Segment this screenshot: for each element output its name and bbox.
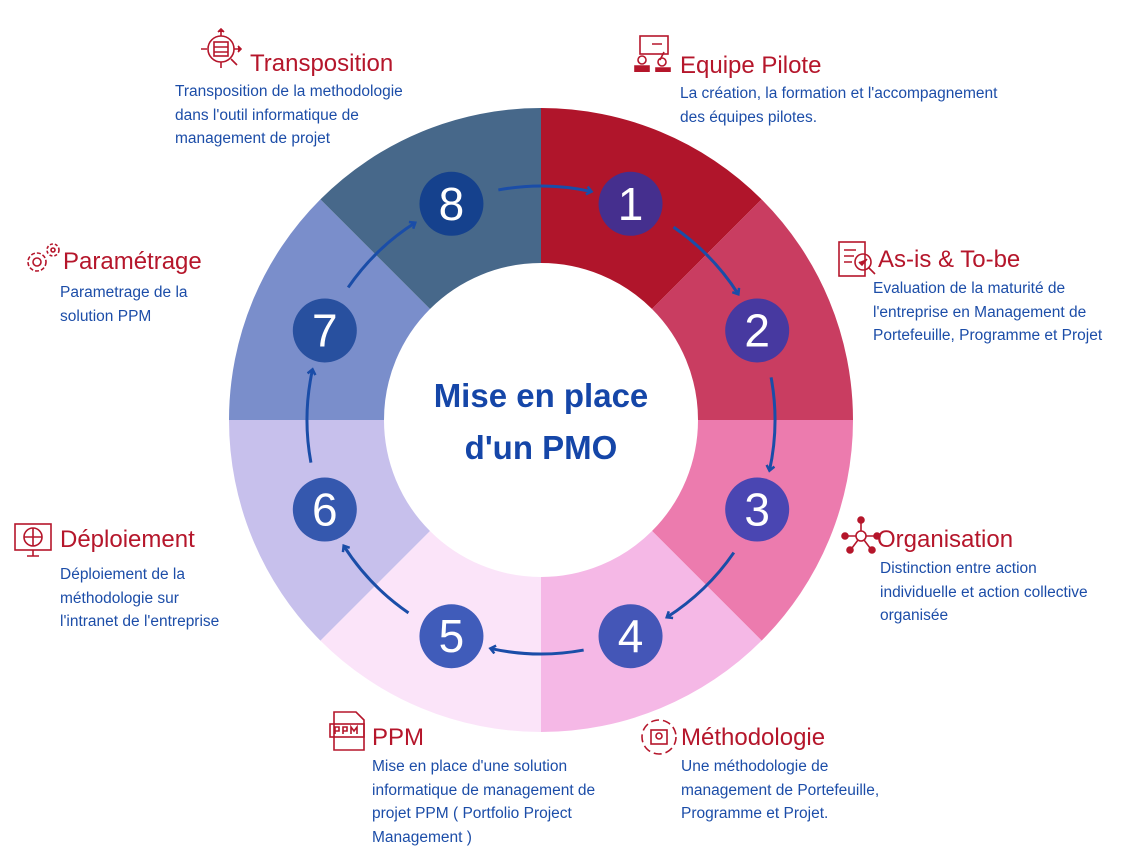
step-description: Parametrage de la solution PPM — [60, 281, 188, 328]
description-line: Mise en place d'une solution — [372, 758, 568, 775]
description-line: Management ) — [372, 828, 472, 846]
center-title-line1: Mise en place — [433, 377, 649, 414]
description-line: management de Portefeuille, — [681, 781, 880, 799]
step-badge-3 — [725, 477, 790, 542]
step-number: 7 — [312, 304, 338, 356]
step-description: Distinction entre action individuelle et … — [880, 557, 1088, 628]
description-line: des équipes pilotes. — [680, 108, 818, 126]
step-title: Déploiement — [60, 526, 195, 553]
step-number: 2 — [744, 304, 770, 356]
description-line: management de projet — [175, 130, 331, 147]
flow-arrow-1 — [498, 184, 594, 196]
step-number: 1 — [618, 178, 644, 230]
step-badge-5 — [419, 604, 484, 669]
step-description: Evaluation de la maturité de l'entreprise… — [873, 277, 1102, 348]
description-line: informatique de management de — [372, 781, 596, 799]
step-title: Paramétrage — [63, 248, 202, 275]
step-title: Méthodologie — [681, 724, 826, 751]
methodology-cycle-icon — [641, 719, 677, 755]
description-line: Transposition de la methodologie — [175, 83, 403, 100]
description-line: l'intranet de l'entreprise — [60, 613, 220, 630]
description-line: organisée — [880, 607, 949, 624]
step-description: La création, la formation et l'accompagn… — [680, 82, 997, 129]
center-title: Mise en place d'un PMO — [386, 370, 696, 474]
step-number: 5 — [439, 610, 465, 662]
step-badge-4 — [598, 604, 663, 669]
description-line: Portefeuille, Programme et Projet — [873, 327, 1103, 344]
step-description: Transposition de la methodologie dans l'o… — [175, 80, 403, 151]
description-line: Distinction entre action — [880, 560, 1037, 577]
gears-icon — [27, 243, 60, 272]
step-title: Equipe Pilote — [680, 52, 822, 79]
flow-arrow-7 — [305, 367, 317, 463]
training-board-icon — [634, 35, 671, 72]
transposition-box-icon — [201, 28, 242, 68]
flow-arrow-2 — [672, 225, 741, 296]
step-number: 6 — [312, 484, 338, 536]
flow-arrow-6 — [341, 544, 410, 615]
flow-arrow-8 — [346, 220, 417, 289]
step-title: PPM — [372, 724, 425, 751]
flow-arrow-3 — [765, 377, 777, 473]
description-line: méthodologie sur — [60, 589, 179, 607]
intranet-globe-icon — [14, 523, 52, 557]
description-line: individuelle et action collective — [880, 583, 1088, 601]
step-badge-6 — [292, 477, 357, 542]
description-line: dans l'outil informatique de — [175, 106, 359, 124]
description-line: La création, la formation et l'accompagn… — [680, 85, 998, 102]
step-badge-8 — [419, 171, 484, 236]
step-badge-1 — [598, 171, 663, 236]
description-line: Une méthodologie de — [681, 758, 829, 775]
step-title: Organisation — [877, 526, 1014, 553]
step-description: Déploiement de la méthodologie sur l'intra… — [60, 563, 219, 634]
step-title: Transposition — [250, 50, 394, 77]
checklist-magnifier-icon — [838, 241, 876, 277]
center-title-line2: d'un PMO — [464, 429, 618, 466]
flow-arrow-4 — [665, 551, 736, 620]
step-badge-7 — [292, 298, 357, 363]
step-number: 4 — [618, 610, 644, 662]
step-description: Mise en place d'une solution informatique… — [372, 755, 595, 849]
step-title: As-is & To-be — [878, 246, 1021, 273]
description-line: projet PPM ( Portfolio Project — [372, 805, 572, 822]
description-line: Evaluation de la maturité de — [873, 280, 1066, 297]
description-line: Programme et Projet. — [681, 805, 829, 822]
step-number: 8 — [439, 178, 465, 230]
description-line: solution PPM — [60, 307, 152, 325]
description-line: Déploiement de la — [60, 566, 185, 583]
step-number: 3 — [744, 484, 770, 536]
description-line: Parametrage de la — [60, 284, 188, 301]
network-nodes-icon — [841, 516, 881, 554]
ppm-file-icon — [329, 711, 365, 751]
description-line: l'entreprise en Management de — [873, 303, 1087, 321]
step-badge-2 — [725, 298, 790, 363]
step-description: Une méthodologie de management de Portefe… — [681, 755, 879, 826]
flow-arrow-5 — [488, 644, 584, 656]
